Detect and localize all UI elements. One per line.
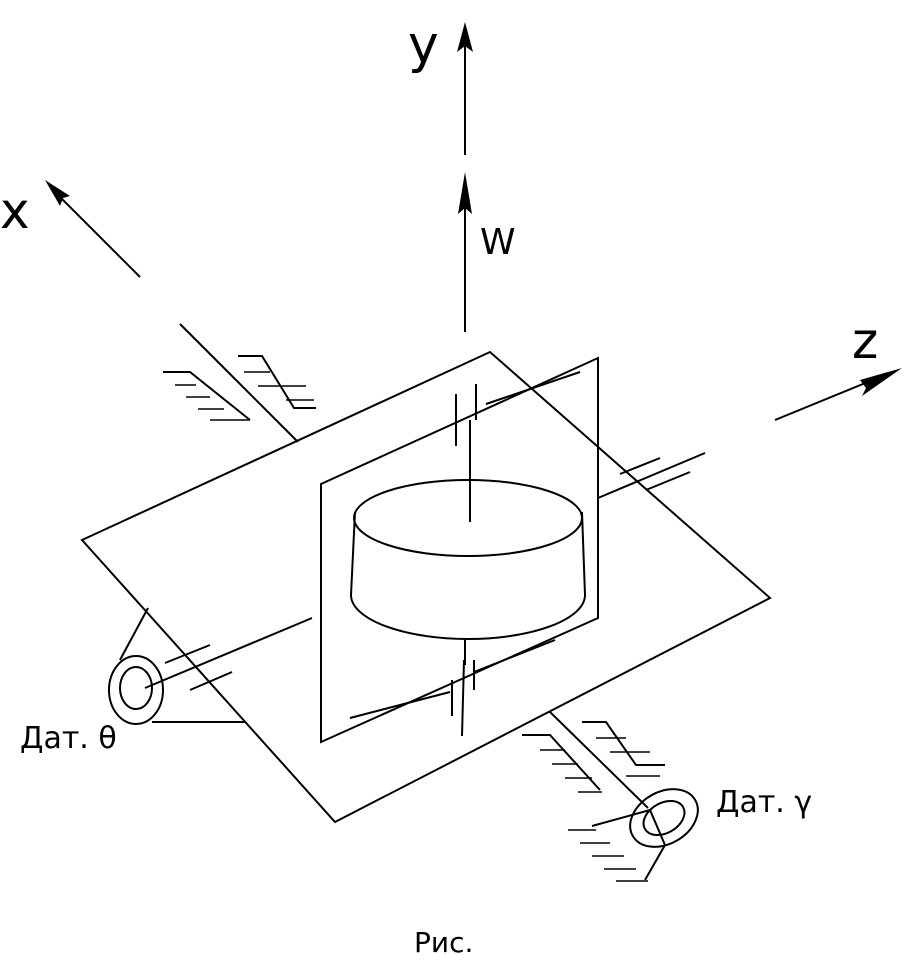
gamma-sensor-mount xyxy=(568,808,667,882)
bottom-support-right xyxy=(582,721,665,777)
theta-axle-bearing xyxy=(189,671,233,691)
gamma-sensor-housing xyxy=(591,808,667,881)
x-axis: x xyxy=(0,180,141,278)
top-spin-bearing xyxy=(455,371,581,446)
rotor-top xyxy=(353,479,583,557)
inner-frame-arm xyxy=(473,639,556,673)
theta-sensor-inner-ring xyxy=(119,666,153,710)
inner-frame-arm xyxy=(485,371,581,405)
rotor xyxy=(349,420,587,665)
support-line xyxy=(163,371,251,421)
support-line xyxy=(522,734,601,791)
w-vector: W xyxy=(458,172,516,332)
w-vector-label: W xyxy=(480,222,516,263)
z-axis-line xyxy=(774,376,881,421)
bottom-support-left xyxy=(522,734,602,793)
w-vector-arrowhead xyxy=(458,172,472,214)
top-support-right xyxy=(238,355,316,409)
theta-sensor-label: Дат. θ xyxy=(20,721,117,756)
x-axis-line xyxy=(57,194,141,278)
theta-sensor-housing xyxy=(119,607,149,661)
y-axis: y xyxy=(408,15,473,155)
axle-line xyxy=(179,323,299,443)
z-axis-arrowhead xyxy=(860,368,902,396)
outer-gimbal-frame xyxy=(80,350,772,824)
x-axis-label: x xyxy=(0,182,30,240)
gamma-axle xyxy=(549,711,649,809)
theta-sensor-outer-ring xyxy=(108,655,164,725)
bearing-line xyxy=(461,659,465,737)
axle-line xyxy=(597,452,706,499)
theta-sensor-assembly: Дат. θ xyxy=(20,607,313,756)
y-axis-arrowhead xyxy=(457,22,473,52)
theta-axle-bearing xyxy=(164,644,211,664)
support-line xyxy=(238,355,316,409)
bottom-spin-bearing xyxy=(349,639,556,737)
figure-caption: Рис. xyxy=(414,926,473,959)
outer-gimbal-axle-top xyxy=(163,323,316,443)
y-axis-label: y xyxy=(408,15,439,75)
z-axis: z xyxy=(774,312,902,421)
z-axis-label: z xyxy=(852,312,878,370)
axle-bearing xyxy=(645,471,691,491)
gamma-sensor-inner-ring xyxy=(642,799,686,837)
inner-gimbal-axle-right xyxy=(597,452,706,499)
theta-axle xyxy=(144,617,313,689)
axle-bearing xyxy=(619,457,661,475)
x-axis-arrowhead xyxy=(45,180,70,206)
support-line xyxy=(582,721,665,766)
gamma-sensor-label: Дат. γ xyxy=(716,785,812,820)
inner-gimbal-frame xyxy=(320,356,599,744)
inner-frame-arm xyxy=(349,691,451,719)
gamma-sensor-assembly: Дат. γ xyxy=(522,711,812,882)
gamma-sensor-outer-ring xyxy=(629,788,699,848)
rotor-side xyxy=(349,511,587,640)
top-support-left xyxy=(163,371,251,421)
